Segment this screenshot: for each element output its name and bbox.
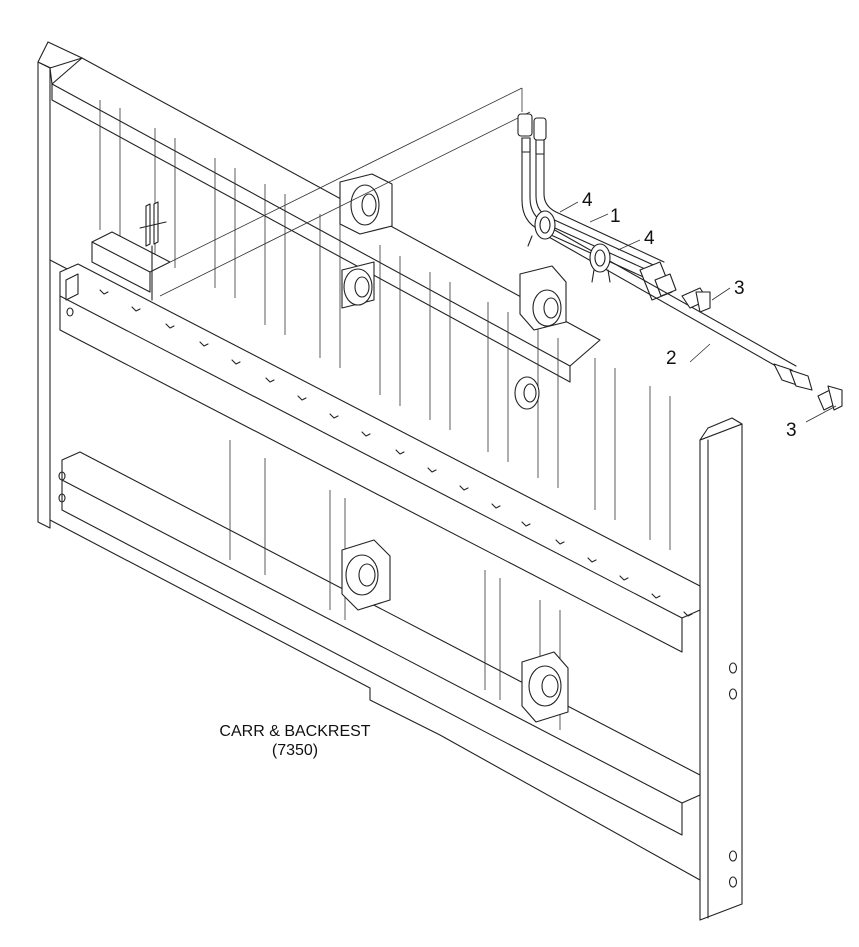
callout-2: 2: [666, 348, 677, 369]
callout-4-lower: 4: [644, 228, 655, 249]
callout-3-upper: 3: [734, 278, 745, 299]
callout-1: 1: [610, 206, 621, 227]
callout-labels: 4 1 4 3 2 3: [582, 190, 797, 441]
caption-title: CARR & BACKREST: [219, 723, 371, 740]
roller-bearings: [339, 173, 569, 723]
elbow-fittings: [681, 287, 843, 411]
hose-2: [539, 223, 813, 391]
callout-leaders: [559, 201, 837, 423]
carriage-fitting-and-leaders: [139, 87, 531, 301]
hook-notches: [99, 289, 693, 617]
callout-4-upper: 4: [582, 190, 593, 211]
callout-3-lower: 3: [786, 420, 797, 441]
caption-part-number: (7350): [271, 742, 319, 759]
hose-clamps: [527, 210, 611, 283]
carriage-frame: [37, 41, 743, 921]
diagram-caption: CARR & BACKREST (7350): [185, 722, 405, 760]
